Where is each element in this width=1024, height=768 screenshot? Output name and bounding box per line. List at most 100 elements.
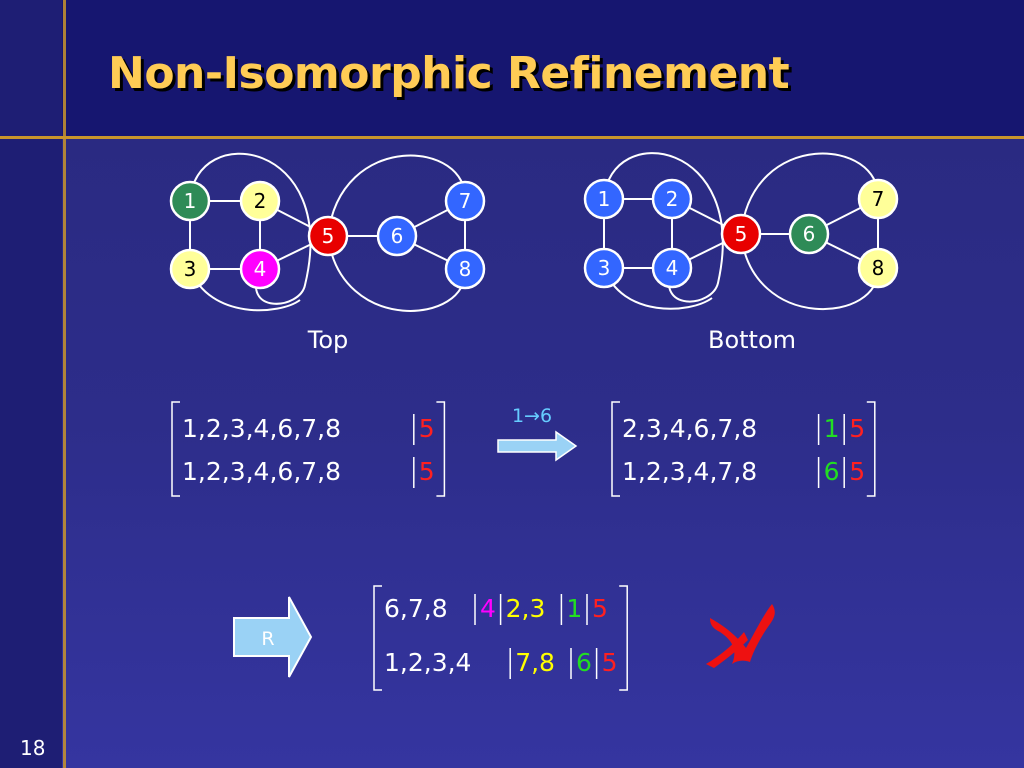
matrix-cell: 5 [849,457,865,486]
graph-node-7: 7 [444,180,486,222]
matrix-cell: 5 [602,648,618,677]
node-label: 1 [184,189,197,213]
graph-node-8: 8 [857,247,899,289]
graph-node-2: 2 [651,178,693,220]
divider-vertical [63,0,66,768]
bracket-left [611,401,620,497]
graph-node-3: 3 [583,247,625,289]
node-circle [307,215,349,257]
node-label: 6 [391,224,404,248]
matrix-cell: 2,3 [506,594,546,623]
graph-label-bottom: Bottom [708,326,796,354]
node-circle [444,248,486,290]
node-label: 4 [666,256,679,280]
node-circle [239,180,281,222]
matrix-cell: 1 [824,414,840,443]
matrix-cell: 2,3,4,6,7,8 [622,414,757,443]
bracket-right [866,401,876,497]
title-band [0,0,1024,138]
matrix-cell: 5 [592,594,608,623]
node-circle [444,180,486,222]
graph-top: 1 2 3 4 5 6 7 8 Top [169,152,486,354]
slide-title: Non-Isomorphic Refinement [108,48,790,99]
page-number: 18 [20,736,46,760]
node-label: 8 [872,256,885,280]
refine-label: R [261,628,274,650]
node-label: 2 [666,187,679,211]
graph-bottom: 1 2 3 4 5 6 7 8 Bottom [583,152,899,354]
matrix-cell: 4 [480,594,496,623]
x-mark-icon [706,604,775,668]
matrix-cell: 5 [419,414,435,443]
node-circle [651,247,693,289]
matrix-cell: 5 [419,457,435,486]
matrix-cell: 1,2,3,4,7,8 [622,457,757,486]
node-label: 3 [598,256,611,280]
matrix-cell: 6 [824,457,840,486]
node-label: 8 [459,257,472,281]
graph-edge-5-7-arc [740,152,880,235]
node-circle [857,247,899,289]
node-circle [169,180,211,222]
matrix-cell: 1,2,3,4 [384,648,471,677]
graph-node-1: 1 [583,178,625,220]
node-label: 5 [322,224,335,248]
mapping-label-to: 6 [540,405,552,427]
right-arrow-icon [497,430,578,462]
bracket-right [619,585,628,691]
matrix-cell: 5 [849,414,865,443]
node-circle [376,215,418,257]
graph-node-7: 7 [857,178,899,220]
mapping-label-from: 1 [512,405,524,427]
node-label: 7 [459,189,472,213]
graph-node-6: 6 [788,213,830,255]
bracket-right [436,401,446,497]
node-label: 1 [598,187,611,211]
left-band [0,0,62,768]
matrix-cell: 7,8 [515,648,555,677]
matrix-cell: 1 [566,594,582,623]
node-label: 4 [254,257,267,281]
graph-node-8: 8 [444,248,486,290]
node-label: 6 [803,222,816,246]
matrix-cell: 1,2,3,4,6,7,8 [182,414,341,443]
node-circle [583,247,625,289]
mapping-arrow-glyph: → [524,405,540,427]
graph-node-3: 3 [169,248,211,290]
graph-node-6: 6 [376,215,418,257]
matrix-cell: 6,7,8 [384,594,448,623]
node-circle [583,178,625,220]
node-circle [857,178,899,220]
graph-node-5: 5 [307,215,349,257]
graph-node-2: 2 [239,180,281,222]
bracket-left [171,401,180,497]
node-circle [651,178,693,220]
graph-edge-1-4-arc [603,152,724,303]
node-label: 2 [254,189,267,213]
node-circle [239,248,281,290]
node-label: 7 [872,187,885,211]
node-circle [788,213,830,255]
graph-node-4: 4 [651,247,693,289]
node-circle [169,248,211,290]
divider-horizontal [0,136,1024,139]
matrix-cell: 6 [576,648,592,677]
mapping-label: 1→6 [512,405,552,427]
graph-node-1: 1 [169,180,211,222]
bracket-left [373,585,382,691]
node-circle [720,213,762,255]
refine-arrow: R [233,596,313,678]
mapping-arrow: 1→6 [497,405,578,462]
node-label: 3 [184,257,197,281]
graph-edge-5-7-arc [327,154,467,237]
node-label: 5 [735,222,748,246]
graph-node-5: 5 [720,213,762,255]
matrix-cell: 1,2,3,4,6,7,8 [182,457,341,486]
matrix-top: 1,2,3,4,6,7,8 5 1,2,3,4,6,7,8 5 [171,401,446,497]
graph-label-top: Top [307,326,349,354]
block-arrow-icon [233,596,313,678]
